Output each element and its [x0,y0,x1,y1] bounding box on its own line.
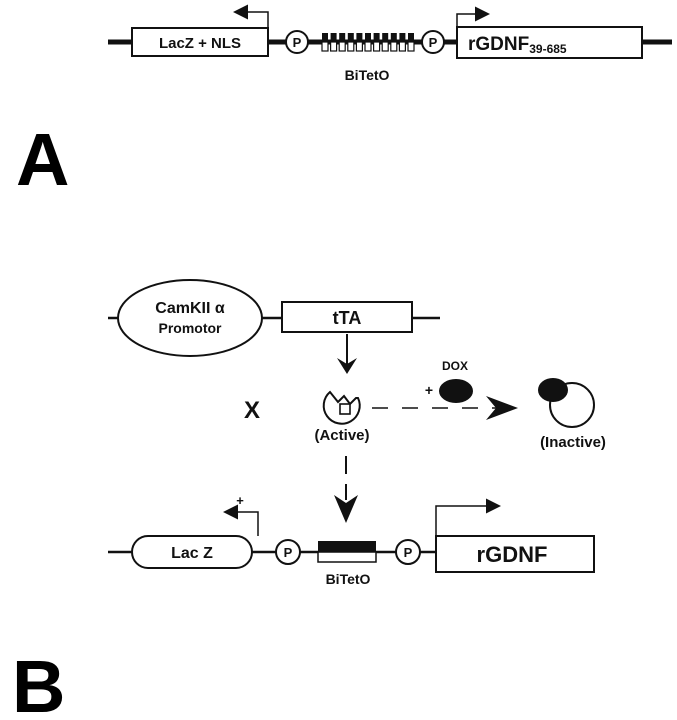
rgdnf-subscript-a: 39-685 [529,42,567,56]
tet-operator-repeat-bottom [373,41,381,52]
inactive-bound-dox-icon [538,378,568,402]
tet-operator-repeat-bottom [347,41,355,52]
tta-expression-arrowhead [337,358,357,374]
camkii-label-line2: Promotor [159,320,223,336]
bitet-operator-label-a: BiTetO [345,67,390,83]
tet-operator-repeat-bottom [390,41,398,52]
tet-operator-repeat-top [339,33,346,42]
tet-operator-repeat-bottom [321,41,329,52]
tta-label: tTA [333,308,362,328]
cross-symbol: X [244,397,260,424]
tet-operator-repeat-top [390,33,397,42]
panel-label-a: A [16,118,69,201]
promoter-circle-a-left [285,30,309,54]
tet-operator-repeat-top [322,33,328,42]
lacz-nls-box [131,27,269,57]
panel-b: CamKII α Promotor tTA X (Active) DOX + (… [12,279,606,720]
panel-label-b: B [12,645,65,720]
tta-box [281,301,413,333]
lacz-nls-label: LacZ + NLS [159,35,241,52]
promoter-label-a-left: P [293,35,302,50]
lacz-start-arrow [233,4,269,28]
tet-operator-repeat-top [365,33,371,42]
rgdnf-label-a: rGDNF39-685 [468,34,567,56]
gdnf-start-arrow-b [435,498,501,536]
tet-operator-repeat-top [408,33,414,42]
gdnf-start-arrow-a [456,6,490,28]
tet-operator-repeat-top [382,33,389,42]
inactivation-arrowhead [486,396,518,420]
promoter-circle-b-left [275,539,301,565]
activation-arrowhead [334,495,358,523]
tet-operator-repeat-bottom [338,41,346,52]
promoter-circle-b-right [395,539,421,565]
lacz-start-arrow-b [223,504,259,536]
lacz-label-b: Lac Z [171,545,213,562]
promoter-label-b-left: P [284,545,293,560]
tet-operator-repeat-top [330,33,337,42]
tet-operator-repeat-bottom [381,41,389,52]
camkii-promoter-ellipse [117,279,263,357]
active-label: (Active) [314,427,369,444]
tet-operator-repeat-bottom [407,41,415,52]
lacz-plus-sign: + [236,493,244,508]
tet-operator-repeat-bottom [364,41,372,52]
tet-operator-repeat-top [399,33,406,42]
bitet-operator-label-b: BiTetO [326,571,371,587]
dox-molecule-icon [439,379,473,403]
camkii-label-line1: CamKII α [155,300,225,317]
lacz-box-b [131,535,253,569]
promoter-label-a-right: P [429,35,438,50]
promoter-label-b-right: P [404,545,413,560]
bitet-operator-a [321,33,415,52]
tet-operator-repeat-top [347,33,354,42]
tet-operator-repeat-bottom [330,41,338,52]
rgdnf-box-a [456,26,643,59]
bitet-operator-top-block [318,541,376,552]
rgdnf-name-a: rGDNF [468,34,529,55]
tet-operator-repeat-bottom [355,41,363,52]
active-tta-notch-icon [339,403,351,415]
inactive-label: (Inactive) [540,434,606,451]
rgdnf-box-b [435,535,595,573]
dox-plus-sign: + [425,382,433,398]
dox-label: DOX [442,359,468,373]
tet-operator-repeat-bottom [398,41,406,52]
rgdnf-label-b: rGDNF [477,542,548,567]
promoter-circle-a-right [421,30,445,54]
tet-operator-repeat-top [373,33,380,42]
panel-a: LacZ + NLS P BiTetO P rGDNF39-685 A [16,4,672,201]
bitet-operator-bottom-block [317,551,377,563]
tet-operator-repeat-top [356,33,363,42]
